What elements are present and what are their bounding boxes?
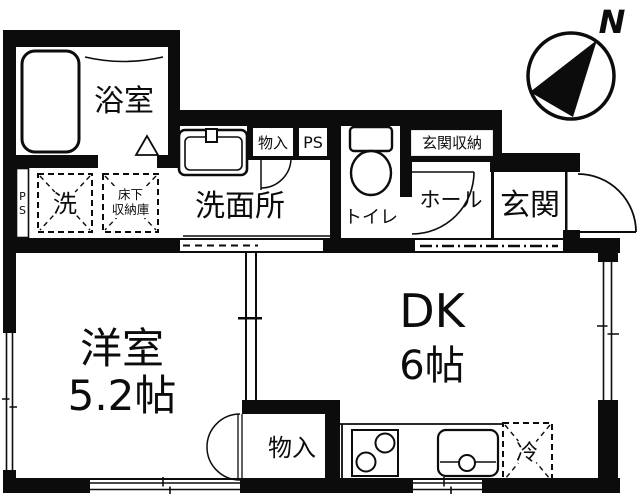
- window-south-dk: [413, 477, 482, 494]
- dk-size: 6帖: [399, 343, 464, 389]
- entrance-door-arc: [565, 172, 637, 233]
- refrigerator-label: 冷: [516, 441, 538, 466]
- pipe-space-left-s: S: [19, 204, 26, 217]
- storage-top-box: 物入: [253, 128, 293, 156]
- closet-double-door: [206, 413, 243, 481]
- washer-label: 洗: [53, 190, 77, 218]
- washroom-label: 洗面所: [195, 189, 285, 224]
- pipe-space-top-label: PS: [303, 133, 323, 152]
- compass-circle: [526, 31, 616, 121]
- pipe-space-left-p: P: [19, 190, 26, 203]
- pipe-space-top-box: PS: [299, 128, 327, 156]
- entrance-label: 玄関: [500, 188, 560, 223]
- bath-door-icon: [134, 134, 160, 156]
- wall-entrance-top: [490, 153, 580, 172]
- toilet-icon: [348, 125, 394, 197]
- wall-top-bathroom: [3, 30, 180, 47]
- window-east: [597, 262, 619, 400]
- underfloor-storage-label1: 床下: [118, 187, 143, 202]
- washer-space: 洗: [37, 173, 93, 233]
- storage-top-label: 物入: [258, 134, 288, 152]
- sliding-door-washroom: [180, 235, 330, 251]
- entrance-storage-box: 玄関収納: [408, 127, 496, 159]
- underfloor-storage: 床下 収納庫: [102, 173, 159, 233]
- wall-bathroom-right: [168, 30, 180, 168]
- compass: N: [526, 3, 626, 121]
- window-west: [2, 333, 17, 470]
- bathroom-label: 浴室: [94, 84, 154, 119]
- bath-counter-curve: [84, 56, 164, 63]
- sink-drain: [458, 454, 476, 472]
- hall-door-arc: [411, 171, 475, 235]
- compass-north-label: N: [599, 3, 626, 41]
- western-room-label: 洋室: [80, 324, 164, 373]
- western-room-size: 5.2帖: [68, 371, 177, 420]
- kitchen-sink: [436, 428, 500, 478]
- hall-label: ホール: [420, 188, 483, 212]
- open-boundary-entrance-dk: [415, 240, 563, 251]
- dk-label: DK: [399, 284, 466, 338]
- compass-needle: [530, 40, 597, 117]
- closet-bottom-label: 物入: [268, 434, 316, 462]
- refrigerator-space: 冷: [502, 422, 553, 482]
- wall-bathroom-bottom-left: [3, 155, 98, 168]
- wall-toilet-left: [330, 126, 341, 238]
- toilet-label: トイレ: [344, 207, 398, 228]
- entrance-hall-step-line: [491, 162, 494, 238]
- underfloor-storage-label2: 収納庫: [112, 202, 150, 217]
- bathtub: [20, 49, 81, 154]
- wall-below-entrance-door: [563, 230, 580, 242]
- entrance-storage-label: 玄関収納: [422, 134, 482, 152]
- storage-top-door-arc: [260, 157, 292, 190]
- wall-bathroom-bottom-right: [157, 155, 180, 168]
- stove: [351, 429, 399, 477]
- pipe-space-left: P S: [15, 167, 30, 239]
- stove-burner-2: [355, 451, 377, 473]
- wall-closet-right: [325, 400, 340, 490]
- vanity-sink: [177, 128, 249, 177]
- wall-closet-top: [242, 400, 340, 414]
- window-south-west: [90, 477, 240, 494]
- sliding-partition-western-dk: [238, 253, 262, 400]
- kitchen-counter: [337, 423, 502, 478]
- stove-burner-1: [374, 432, 396, 454]
